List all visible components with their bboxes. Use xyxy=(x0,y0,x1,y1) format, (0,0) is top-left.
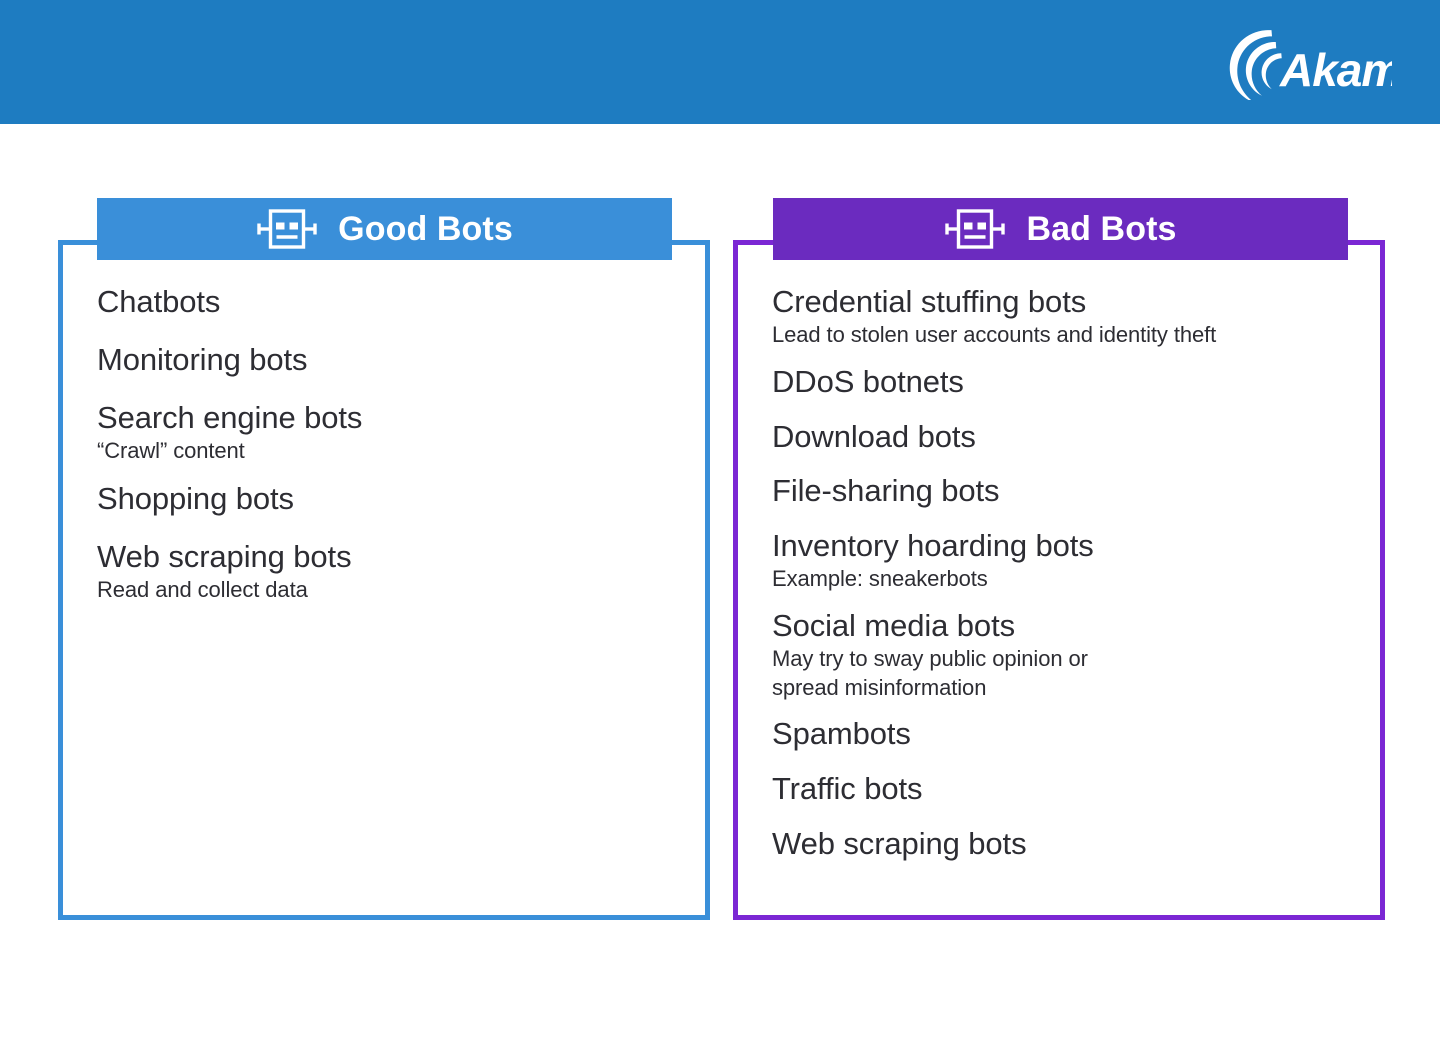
list-item: Traffic bots xyxy=(772,771,1367,807)
good-bots-panel: Good Bots Chatbots Monitoring bots Searc… xyxy=(58,198,710,920)
bot-title: Social media bots xyxy=(772,607,1015,643)
list-item: Monitoring bots xyxy=(97,342,692,378)
robot-face-icon xyxy=(944,206,1006,252)
bad-bots-list: Credential stuffing bots Lead to stolen … xyxy=(772,284,1367,881)
list-item: Web scraping bots Read and collect data xyxy=(97,539,692,605)
bot-subtitle: “Crawl” content xyxy=(97,437,245,463)
list-item: Inventory hoarding bots Example: sneaker… xyxy=(772,528,1367,594)
good-bots-title: Good Bots xyxy=(338,210,513,248)
list-item: Download bots xyxy=(772,419,1367,455)
bot-subtitle: May try to sway public opinion or spread… xyxy=(772,645,1088,700)
bad-bots-header: Bad Bots xyxy=(773,198,1348,260)
akamai-logo: Akamai xyxy=(1216,24,1392,100)
top-banner: Akamai xyxy=(0,0,1440,124)
bot-subtitle: Example: sneakerbots xyxy=(772,566,988,592)
bot-subtitle: Read and collect data xyxy=(97,577,308,603)
bot-title: DDoS botnets xyxy=(772,363,964,399)
bot-subtitle: Lead to stolen user accounts and identit… xyxy=(772,321,1217,347)
list-item: Shopping bots xyxy=(97,481,692,517)
bot-title: Inventory hoarding bots xyxy=(772,528,1094,564)
bot-title: Credential stuffing bots xyxy=(772,284,1087,319)
bot-title: Monitoring bots xyxy=(97,341,308,377)
list-item: Spambots xyxy=(772,716,1367,752)
list-item: Search engine bots “Crawl” content xyxy=(97,400,692,466)
bot-title: Search engine bots xyxy=(97,399,363,435)
bot-title: Chatbots xyxy=(97,284,221,319)
robot-face-icon xyxy=(256,206,318,252)
bot-title: Web scraping bots xyxy=(97,539,352,575)
bot-title: Web scraping bots xyxy=(772,826,1027,861)
good-bots-list: Chatbots Monitoring bots Search engine b… xyxy=(97,284,692,621)
bot-title: Traffic bots xyxy=(772,771,923,807)
bot-title: Shopping bots xyxy=(97,481,294,517)
list-item: Chatbots xyxy=(97,284,692,320)
good-bots-header: Good Bots xyxy=(97,198,672,260)
list-item: File-sharing bots xyxy=(772,473,1367,509)
list-item: Social media bots May try to sway public… xyxy=(772,608,1367,702)
list-item: DDoS botnets xyxy=(772,364,1367,400)
list-item: Credential stuffing bots Lead to stolen … xyxy=(772,284,1367,350)
list-item: Web scraping bots xyxy=(772,826,1367,862)
bot-title: Spambots xyxy=(772,716,911,752)
bad-bots-title: Bad Bots xyxy=(1026,210,1177,248)
bot-title: Download bots xyxy=(772,418,976,454)
svg-text:Akamai: Akamai xyxy=(1279,44,1392,96)
bot-title: File-sharing bots xyxy=(772,473,1000,509)
bad-bots-panel: Bad Bots Credential stuffing bots Lead t… xyxy=(733,198,1385,920)
